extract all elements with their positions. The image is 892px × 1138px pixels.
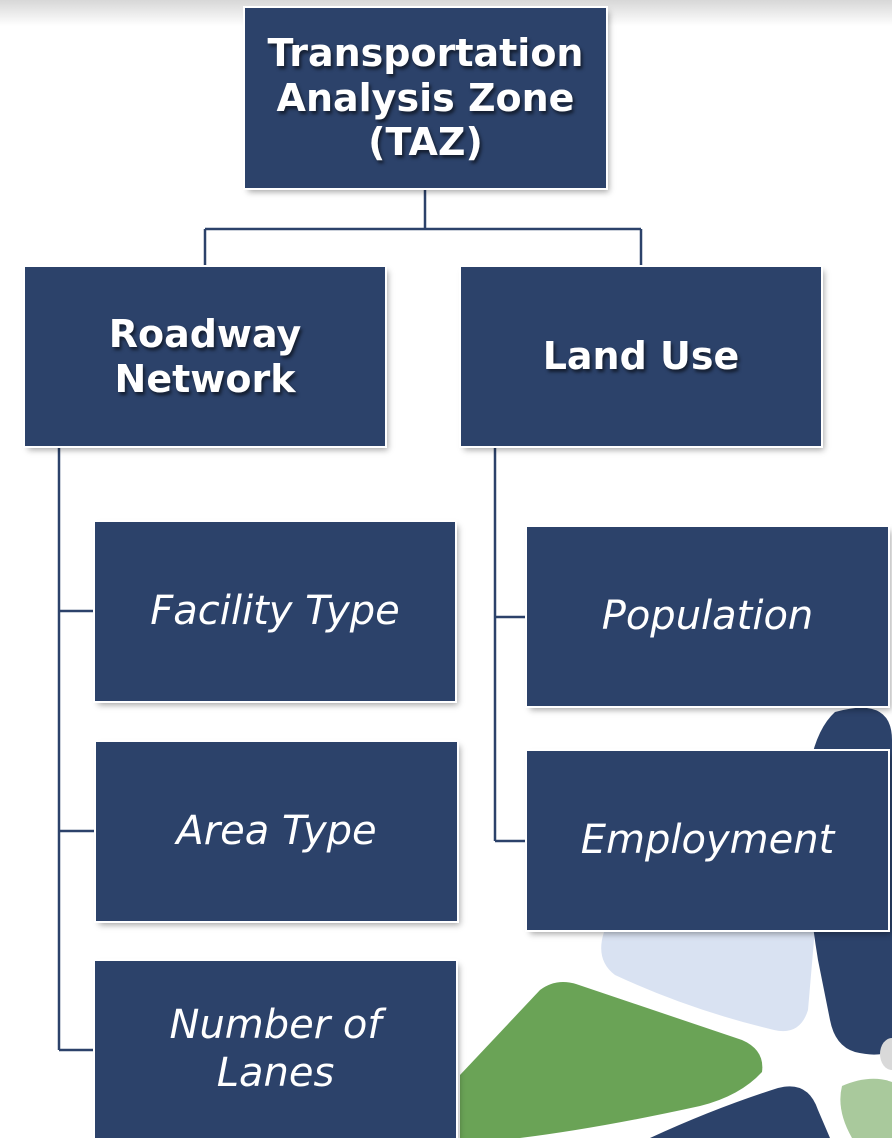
population-label: Population: [601, 592, 814, 639]
number-of-lanes-box: Number of Lanes: [95, 961, 456, 1138]
roadway-network-label: Roadway Network: [108, 311, 302, 401]
logo-green-petal: [460, 982, 763, 1138]
logo-gray-dot: [880, 1038, 892, 1070]
employment-label: Employment: [580, 816, 835, 863]
taz-root-box: Transportation Analysis Zone (TAZ): [245, 8, 606, 188]
taz-root-label: Transportation Analysis Zone (TAZ): [267, 30, 584, 165]
land-use-box: Land Use: [461, 267, 821, 446]
logo-light-green-petal: [840, 1078, 892, 1138]
population-box: Population: [527, 527, 888, 706]
land-use-label: Land Use: [542, 334, 740, 379]
logo-navy-petal-bottom: [650, 1086, 830, 1138]
logo-light-blue-petal: [601, 906, 815, 1032]
area-type-box: Area Type: [96, 742, 457, 921]
facility-type-box: Facility Type: [95, 522, 455, 701]
number-of-lanes-label: Number of Lanes: [169, 1002, 382, 1096]
employment-box: Employment: [527, 751, 888, 930]
area-type-label: Area Type: [176, 807, 377, 854]
roadway-network-box: Roadway Network: [25, 267, 385, 446]
facility-type-label: Facility Type: [150, 587, 400, 634]
